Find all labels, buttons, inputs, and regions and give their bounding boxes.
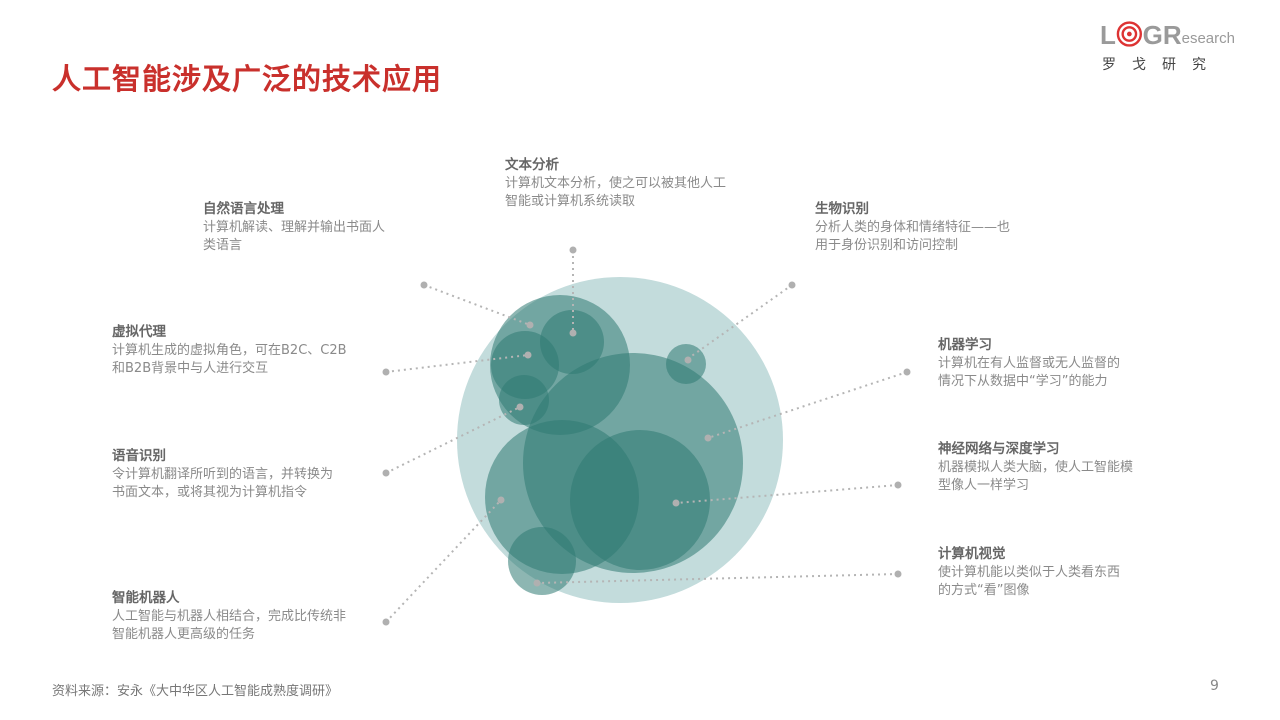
bubble: [666, 344, 706, 384]
item-desc: 计算机文本分析，使之可以被其他人工: [505, 176, 727, 191]
item-virtual-agent: 虚拟代理 计算机生成的虚拟角色，可在B2C、C2B 和B2B背景中与人进行交互: [112, 323, 347, 378]
source-note: 资料来源：安永《大中华区人工智能成熟度调研》: [52, 684, 339, 699]
connector-dot: [533, 579, 541, 587]
item-title: 机器学习: [938, 337, 992, 353]
connector-dot: [524, 351, 532, 359]
item-desc: 书面文本，或将其视为计算机指令: [112, 485, 308, 500]
connector-dot: [569, 246, 577, 254]
item-neural-networks: 神经网络与深度学习 机器模拟人类大脑，使人工智能模 型像人一样学习: [938, 440, 1133, 495]
item-desc: 型像人一样学习: [938, 478, 1030, 493]
connector-dot: [516, 403, 524, 411]
connector-dot: [420, 281, 428, 289]
item-desc: 分析人类的身体和情绪特征——也: [815, 220, 1011, 235]
item-title: 计算机视觉: [938, 546, 1006, 562]
logo-letter: R: [1162, 20, 1182, 50]
item-desc: 情况下从数据中“学习”的能力: [938, 374, 1108, 389]
connector-dot: [382, 618, 390, 626]
target-icon: [1116, 21, 1142, 47]
connector-dot: [382, 368, 390, 376]
logo-research: esearch: [1181, 30, 1235, 47]
item-title: 生物识别: [815, 201, 869, 217]
logo-letter: L: [1100, 20, 1116, 50]
item-desc: 人工智能与机器人相结合，完成比传统非: [112, 609, 347, 624]
item-desc: 和B2B背景中与人进行交互: [112, 361, 269, 376]
item-title: 虚拟代理: [112, 324, 166, 340]
item-title: 文本分析: [505, 157, 559, 173]
bubble: [570, 430, 710, 570]
item-desc: 计算机生成的虚拟角色，可在B2C、C2B: [112, 343, 347, 358]
connector-dot: [672, 499, 680, 507]
item-desc: 用于身份识别和访问控制: [815, 238, 959, 253]
item-machine-learning: 机器学习 计算机在有人监督或无人监督的 情况下从数据中“学习”的能力: [938, 336, 1120, 391]
connector-dot: [569, 329, 577, 337]
item-title: 智能机器人: [112, 590, 180, 606]
item-title: 神经网络与深度学习: [938, 441, 1060, 457]
logo-letter: G: [1142, 20, 1163, 50]
bubble: [508, 527, 576, 595]
page-number: 9: [1210, 678, 1219, 694]
item-desc: 的方式“看”图像: [938, 583, 1030, 598]
connector-dot: [903, 368, 911, 376]
connector-dot: [684, 356, 692, 364]
connector-dot: [526, 321, 534, 329]
connector-dot: [382, 469, 390, 477]
item-desc: 智能机器人更高级的任务: [112, 627, 256, 642]
connector-dot: [788, 281, 796, 289]
item-speech-recognition: 语音识别 令计算机翻译所听到的语言，并转换为 书面文本，或将其视为计算机指令: [112, 447, 333, 502]
item-text-analysis: 文本分析 计算机文本分析，使之可以被其他人工 智能或计算机系统读取: [505, 156, 726, 211]
bubble: [499, 375, 549, 425]
item-desc: 计算机在有人监督或无人监督的: [938, 356, 1121, 371]
page-title: 人工智能涉及广泛的技术应用: [52, 62, 443, 96]
item-title: 语音识别: [112, 448, 166, 464]
connector-dot: [704, 434, 712, 442]
item-desc: 机器模拟人类大脑，使人工智能模: [938, 460, 1134, 475]
logo-chinese: 罗戈研究: [1102, 57, 1222, 73]
connector-dot: [894, 481, 902, 489]
item-desc: 使计算机能以类似于人类看东西: [938, 565, 1121, 580]
connector-dot: [497, 496, 505, 504]
item-desc: 计算机解读、理解并输出书面人: [203, 220, 386, 235]
item-title: 自然语言处理: [203, 201, 284, 217]
item-desc: 令计算机翻译所听到的语言，并转换为: [112, 467, 334, 482]
connector-dot: [894, 570, 902, 578]
item-nlp: 自然语言处理 计算机解读、理解并输出书面人 类语言: [203, 200, 385, 255]
item-biometrics: 生物识别 分析人类的身体和情绪特征——也 用于身份识别和访问控制: [815, 200, 1010, 255]
item-desc: 智能或计算机系统读取: [505, 194, 636, 209]
item-computer-vision: 计算机视觉 使计算机能以类似于人类看东西 的方式“看”图像: [938, 545, 1120, 600]
item-smart-robot: 智能机器人 人工智能与机器人相结合，完成比传统非 智能机器人更高级的任务: [112, 589, 346, 644]
item-desc: 类语言: [203, 238, 243, 253]
